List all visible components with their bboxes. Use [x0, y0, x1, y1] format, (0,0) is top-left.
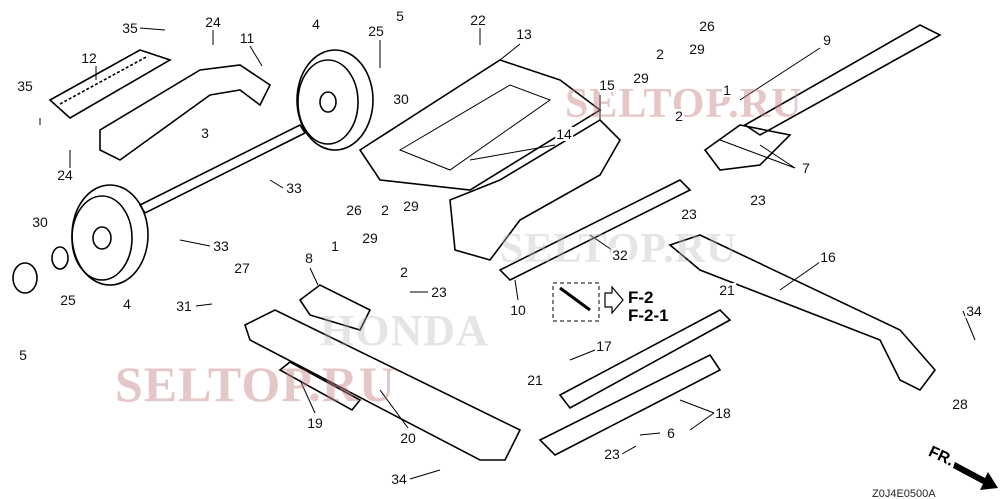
callout[interactable]: 31	[175, 298, 193, 314]
callout[interactable]: 35	[16, 78, 34, 94]
callout[interactable]: 33	[212, 238, 230, 254]
callout[interactable]: 2	[655, 46, 665, 62]
reference-arrow	[604, 285, 624, 315]
callout[interactable]: 9	[822, 32, 832, 48]
bolt-reference-box	[552, 282, 600, 322]
part-3-axle	[138, 123, 307, 215]
callout[interactable]: 25	[367, 23, 385, 39]
callout[interactable]: 34	[965, 303, 983, 319]
callout[interactable]: 1	[330, 238, 340, 254]
callout[interactable]: 21	[718, 282, 736, 298]
part-16-arm	[668, 234, 937, 392]
front-arrow-icon	[953, 462, 998, 490]
callout[interactable]: 12	[80, 50, 98, 66]
callout[interactable]: 23	[680, 206, 698, 222]
leader-lines	[39, 27, 976, 480]
callout[interactable]: 2	[674, 108, 684, 124]
callout[interactable]: 25	[59, 292, 77, 308]
callout[interactable]: 21	[526, 372, 544, 388]
callout[interactable]: 29	[361, 230, 379, 246]
part-13-frame	[358, 59, 602, 191]
callout[interactable]: 17	[595, 338, 613, 354]
part-4-wheel-upper	[296, 49, 374, 151]
callout[interactable]: 27	[233, 260, 251, 276]
callout[interactable]: 24	[204, 14, 222, 30]
callout[interactable]: 20	[399, 430, 417, 446]
callout[interactable]: 23	[603, 446, 621, 462]
callout[interactable]: 18	[714, 405, 732, 421]
callout[interactable]: 26	[345, 202, 363, 218]
callout[interactable]: 15	[598, 77, 616, 93]
part-4-wheel-lower	[71, 184, 149, 286]
callout[interactable]: 4	[311, 16, 321, 32]
part-17-tube	[558, 309, 732, 410]
watermark: HONDA	[320, 306, 489, 355]
callout[interactable]: 5	[18, 347, 28, 363]
callout[interactable]: 30	[392, 91, 410, 107]
callout[interactable]: 13	[515, 26, 533, 42]
part-18-cover	[538, 353, 722, 456]
part-5-cap	[12, 262, 38, 294]
watermark: SELTOP.RU	[115, 356, 396, 412]
callout[interactable]: 32	[611, 247, 629, 263]
part-8-link	[298, 284, 372, 331]
callout[interactable]: 5	[395, 8, 405, 24]
callout[interactable]: 26	[698, 18, 716, 34]
callout[interactable]: 23	[749, 192, 767, 208]
callout[interactable]: 2	[380, 202, 390, 218]
callout[interactable]: 34	[390, 471, 408, 487]
callout[interactable]: 4	[122, 296, 132, 312]
callout[interactable]: 6	[666, 425, 676, 441]
part-11-handle	[99, 64, 272, 161]
callout[interactable]: 35	[121, 20, 139, 36]
callout[interactable]: 29	[632, 70, 650, 86]
callout[interactable]: 33	[285, 180, 303, 196]
callout[interactable]: 10	[509, 302, 527, 318]
callout[interactable]: 8	[304, 250, 314, 266]
reference-f-2[interactable]: F-2	[628, 288, 654, 307]
callout[interactable]: 1	[722, 82, 732, 98]
callout[interactable]: 16	[819, 249, 837, 265]
callout[interactable]: 28	[951, 396, 969, 412]
callout[interactable]: 29	[688, 41, 706, 57]
callout[interactable]: 11	[238, 30, 256, 46]
part-20-arm	[244, 309, 522, 461]
part-9-bar	[743, 24, 942, 136]
callout[interactable]: 14	[555, 126, 573, 142]
part-7-plate	[703, 124, 792, 171]
part-12-grip	[48, 49, 172, 119]
diagram-code: Z0J4E0500A	[872, 488, 936, 499]
part-19-strip	[278, 361, 362, 412]
callout[interactable]: 29	[402, 198, 420, 214]
callout[interactable]: 23	[430, 284, 448, 300]
callout[interactable]: 24	[56, 167, 74, 183]
part-15-bracket	[449, 118, 621, 261]
callout[interactable]: 22	[469, 12, 487, 28]
callout[interactable]: 2	[399, 264, 409, 280]
callout[interactable]: 19	[306, 415, 324, 431]
callout[interactable]: 30	[31, 214, 49, 230]
callout[interactable]: 7	[801, 160, 811, 176]
part-10-rod	[498, 179, 692, 281]
callout[interactable]: 3	[200, 125, 210, 141]
reference-f-2-1[interactable]: F-2-1	[628, 306, 669, 325]
